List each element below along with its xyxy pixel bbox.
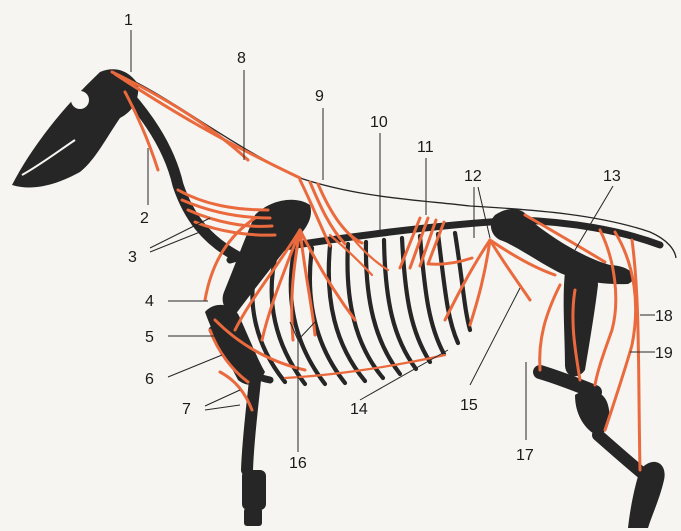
label-14: 14 — [350, 401, 368, 418]
neck-vertebrae — [128, 95, 240, 258]
label-10: 10 — [370, 114, 388, 131]
label-9: 9 — [315, 88, 324, 105]
label-19: 19 — [655, 345, 673, 362]
label-2: 2 — [140, 210, 149, 227]
label-3: 3 — [128, 249, 137, 266]
hind-limb — [540, 372, 665, 528]
skull — [12, 69, 138, 187]
label-15: 15 — [460, 397, 478, 414]
label-13: 13 — [603, 168, 621, 185]
label-11: 11 — [417, 139, 434, 156]
label-16: 16 — [289, 455, 307, 472]
label-18: 18 — [655, 308, 673, 325]
forelimb — [242, 380, 266, 526]
label-17: 17 — [516, 447, 534, 464]
label-8: 8 — [237, 50, 246, 67]
femur — [564, 267, 598, 376]
label-6: 6 — [145, 371, 154, 388]
label-1: 1 — [124, 12, 133, 29]
label-7: 7 — [182, 401, 191, 418]
label-12: 12 — [464, 168, 482, 185]
label-4: 4 — [145, 293, 154, 310]
label-5: 5 — [145, 329, 154, 346]
